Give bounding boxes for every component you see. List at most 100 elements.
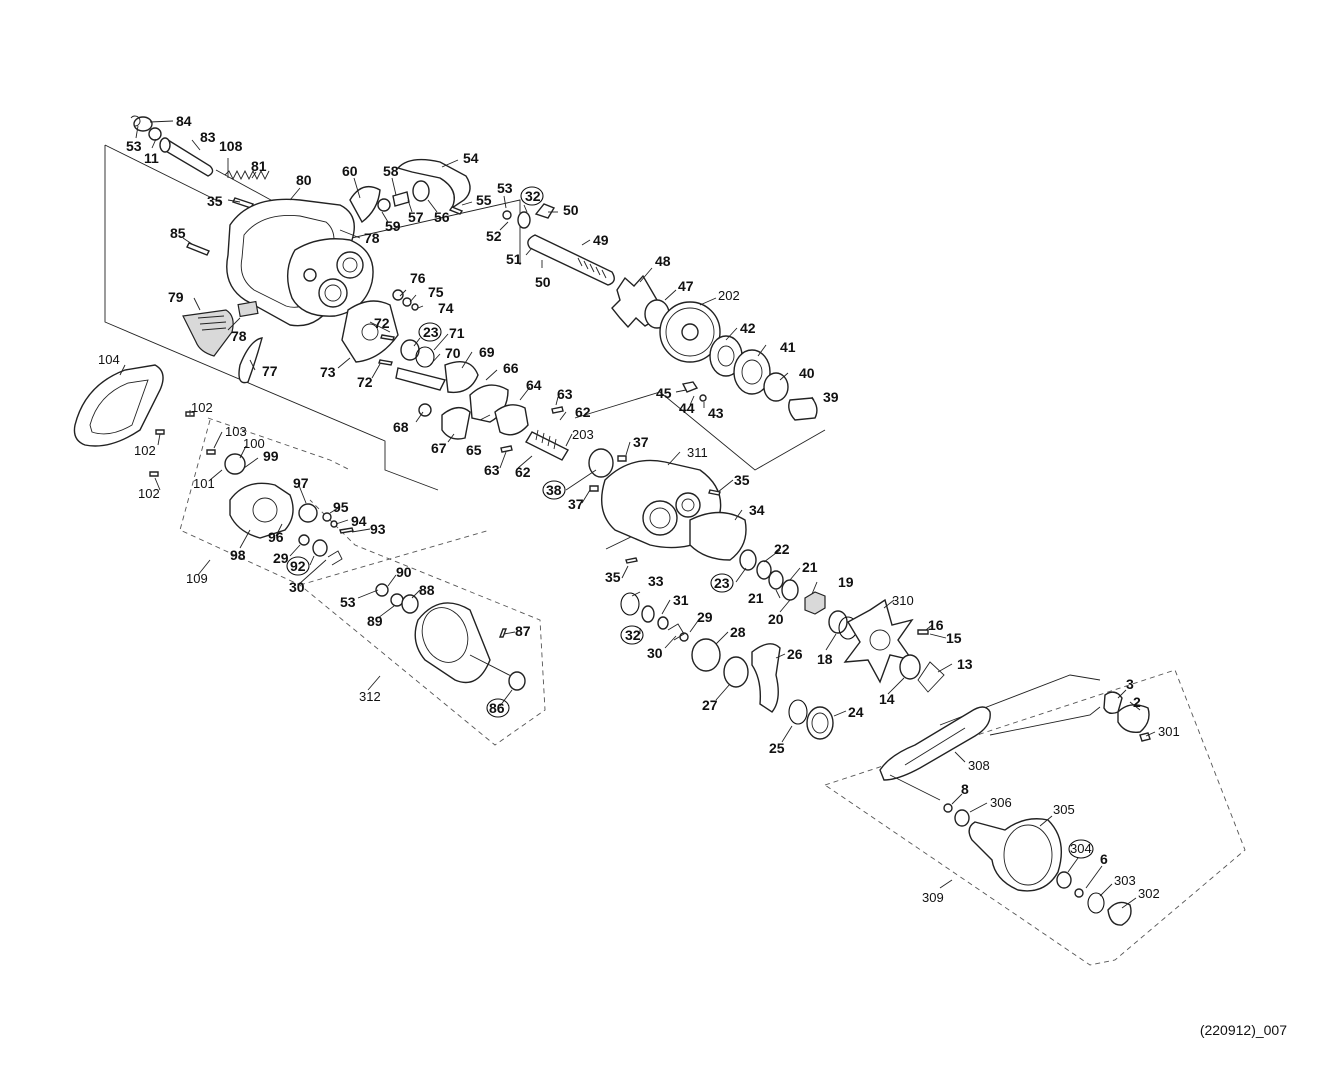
part-label: 35 <box>734 472 750 488</box>
part-label: 27 <box>702 697 718 713</box>
part-label: 65 <box>466 442 482 458</box>
part-label: 45 <box>656 385 672 401</box>
part-label: 57 <box>408 209 424 225</box>
part-label: 2 <box>1133 694 1141 710</box>
part-label: 51 <box>506 251 522 267</box>
part-label: 43 <box>708 405 724 421</box>
part-label: 103 <box>225 424 247 439</box>
part-label: 34 <box>749 502 765 518</box>
part-label: 80 <box>296 172 312 188</box>
part-label: 66 <box>503 360 519 376</box>
part-label: 202 <box>718 288 740 303</box>
part-label: 32 <box>625 627 641 643</box>
part-label: 69 <box>479 344 495 360</box>
part-label: 85 <box>170 225 186 241</box>
side-plate-and-spool <box>73 364 526 691</box>
part-label: 93 <box>370 521 386 537</box>
part-label: 28 <box>730 624 746 640</box>
part-label: 42 <box>740 320 756 336</box>
part-label: 29 <box>273 550 289 566</box>
part-label: 35 <box>605 569 621 585</box>
part-label: 13 <box>957 656 973 672</box>
part-label: 11 <box>144 150 159 166</box>
circled-callouts <box>286 186 1094 859</box>
part-label: 8 <box>961 781 969 797</box>
part-label: 30 <box>647 645 663 661</box>
part-label: 77 <box>262 363 278 379</box>
part-label: 102 <box>191 400 213 415</box>
part-label: 41 <box>780 339 796 355</box>
part-label: 81 <box>251 158 267 174</box>
part-label: 108 <box>219 138 243 154</box>
part-label: 23 <box>423 324 439 340</box>
part-label: 47 <box>678 278 694 294</box>
part-label: 94 <box>351 513 367 529</box>
part-label: 19 <box>838 574 854 590</box>
part-label: 305 <box>1053 802 1075 817</box>
part-label: 102 <box>134 443 156 458</box>
part-label: 83 <box>200 129 216 145</box>
part-label: 71 <box>449 325 465 341</box>
part-label: 72 <box>357 374 373 390</box>
part-label: 24 <box>848 704 864 720</box>
leader-lines <box>119 120 1156 909</box>
part-label: 54 <box>463 150 479 166</box>
part-label: 310 <box>892 593 914 608</box>
part-label: 308 <box>968 758 990 773</box>
part-label: 301 <box>1158 724 1180 739</box>
part-label: 29 <box>697 609 713 625</box>
part-label: 62 <box>575 404 591 420</box>
part-label: 6 <box>1100 851 1108 867</box>
part-label: 87 <box>515 623 531 639</box>
part-label: 26 <box>787 646 803 662</box>
part-label: 32 <box>525 188 541 204</box>
part-label: 84 <box>176 113 192 129</box>
part-label: 76 <box>410 270 426 286</box>
part-label: 79 <box>168 289 184 305</box>
part-label: 59 <box>385 218 401 234</box>
part-label: 50 <box>563 202 579 218</box>
part-label: 109 <box>186 571 208 586</box>
part-label: 48 <box>655 253 671 269</box>
part-label: 95 <box>333 499 349 515</box>
part-label: 21 <box>748 590 764 606</box>
part-label: 101 <box>193 476 215 491</box>
diagram-code: (220912)_007 <box>1199 1022 1287 1038</box>
part-label: 96 <box>268 529 284 545</box>
part-label: 88 <box>419 582 435 598</box>
part-label: 38 <box>546 482 562 498</box>
part-label: 22 <box>774 541 790 557</box>
part-label: 33 <box>648 573 664 589</box>
part-label: 49 <box>593 232 609 248</box>
part-label: 53 <box>497 180 513 196</box>
part-label: 311 <box>687 445 708 460</box>
part-label: 98 <box>230 547 246 563</box>
part-label: 75 <box>428 284 444 300</box>
part-label: 104 <box>98 352 120 367</box>
part-label: 102 <box>138 486 160 501</box>
part-label: 67 <box>431 440 447 456</box>
part-label: 37 <box>633 434 649 450</box>
part-label: 14 <box>879 691 895 707</box>
part-label: 203 <box>572 427 594 442</box>
part-label: 50 <box>535 274 551 290</box>
part-label: 20 <box>768 611 784 627</box>
part-label: 86 <box>489 700 505 716</box>
part-number-labels: 84 53 11 83 108 81 80 35 60 58 54 55 59 … <box>98 113 1180 905</box>
upper-frame-parts <box>130 115 479 394</box>
part-label: 31 <box>673 592 689 608</box>
part-label: 56 <box>434 209 450 225</box>
part-label: 18 <box>817 651 833 667</box>
drive-gear-parts <box>418 203 818 564</box>
part-label: 73 <box>320 364 336 380</box>
part-label: 3 <box>1126 676 1134 692</box>
part-label: 90 <box>396 564 412 580</box>
part-label: 15 <box>946 630 962 646</box>
part-label: 21 <box>802 559 818 575</box>
part-label: 70 <box>445 345 461 361</box>
part-label: 53 <box>340 594 356 610</box>
part-label: 312 <box>359 689 381 704</box>
part-label: 303 <box>1114 873 1136 888</box>
part-label: 63 <box>484 462 500 478</box>
